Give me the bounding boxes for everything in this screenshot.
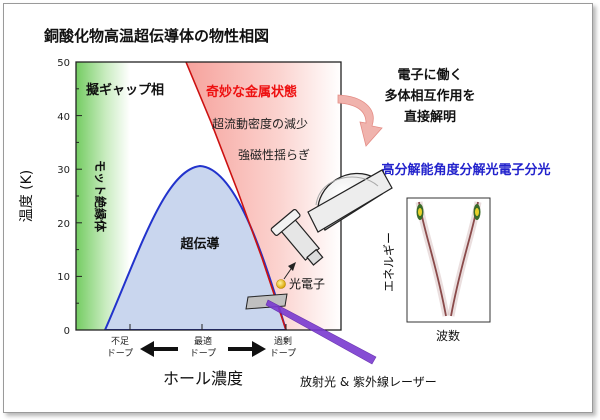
- x-cat-optimal-line1: 最適: [194, 335, 212, 347]
- curved-arrow-icon: [337, 94, 383, 147]
- annotation-line3: 直接解明: [404, 109, 456, 125]
- superconductor-label: 超伝導: [180, 236, 219, 252]
- y-tick-label: 20: [57, 219, 70, 230]
- light-source-label: 放射光 & 紫外線レーザー: [300, 374, 437, 389]
- light-beam: [265, 299, 377, 365]
- y-tick-label: 40: [57, 112, 70, 123]
- x-axis-label: ホール濃度: [163, 369, 243, 388]
- doping-double-arrow: [140, 341, 266, 357]
- annotation-line1: 電子に働く: [397, 67, 462, 83]
- superconducting-dome: [103, 164, 288, 330]
- ferromagnetic-fluctuation-label: 強磁性揺らぎ: [238, 147, 310, 162]
- x-cat-underdoped-line1: 不足: [111, 336, 129, 347]
- mott-insulator-label: モット絶縁体: [93, 160, 108, 233]
- pseudogap-line: [185, 62, 287, 330]
- x-cat-optimal-line2: ドープ: [190, 348, 216, 359]
- photoelectron-arrowhead: [288, 262, 296, 271]
- photoelectron-label: 光電子: [289, 277, 325, 291]
- mott-region: [76, 62, 130, 330]
- y-axis: 0 10 20 30 40 50: [57, 58, 82, 337]
- annotation-line2: 多体相互作用を: [384, 88, 475, 104]
- y-tick-label: 50: [57, 58, 70, 69]
- electron-analyzer-icon: [270, 169, 393, 266]
- y-tick-label: 30: [57, 165, 70, 176]
- spectrum-x-label: 波数: [436, 328, 460, 343]
- x-axis: [129, 324, 287, 330]
- arpes-dispersion: [415, 201, 482, 317]
- pseudogap-label: 擬ギャップ相: [86, 82, 164, 98]
- strange-metal-label: 奇妙な金属状態: [206, 84, 297, 100]
- arpes-technique-label: 高分解能角度分解光電子分光: [381, 162, 550, 178]
- y-tick-label: 0: [64, 326, 70, 337]
- superfluid-density-label: 超流動密度の減少: [212, 116, 308, 131]
- y-tick-label: 10: [57, 272, 70, 283]
- x-cat-overdoped-line1: 過剰: [274, 335, 292, 347]
- strange-metal-region: [186, 62, 341, 330]
- y-axis-label: 温度 (K): [19, 170, 35, 223]
- photoelectron-icon: [276, 279, 286, 289]
- spectrum-y-label: エネルギー: [382, 232, 396, 292]
- x-cat-underdoped-line2: ドープ: [107, 348, 133, 359]
- figure-title: 銅酸化物高温超伝導体の物性相図: [44, 27, 269, 45]
- x-cat-overdoped-line2: ドープ: [270, 348, 296, 359]
